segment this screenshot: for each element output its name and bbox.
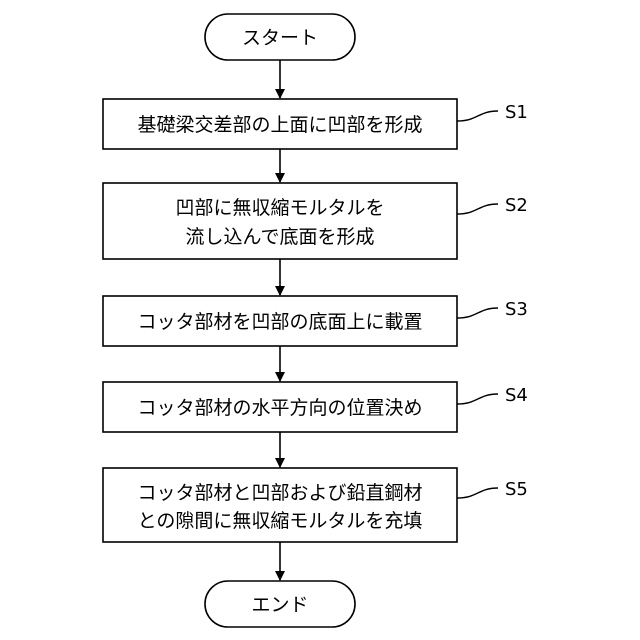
end-label: エンド: [251, 594, 308, 616]
step-id-s1: S1: [505, 102, 528, 123]
step-id-s4: S4: [505, 385, 528, 406]
step-id-s2: S2: [505, 195, 528, 216]
process-label-s2-line1: 凹部に無収縮モルタルを: [175, 197, 384, 219]
step-id-s3: S3: [505, 299, 528, 320]
leader-s2: [457, 204, 498, 214]
process-label-s3: コッタ部材を凹部の底面上に載置: [137, 311, 422, 333]
leader-s4: [457, 394, 498, 404]
process-label-s2-line2: 流し込んで底面を形成: [185, 226, 374, 248]
start-label: スタート: [242, 27, 318, 49]
step-id-s5: S5: [505, 479, 528, 500]
process-label-s4: コッタ部材の水平方向の位置決め: [137, 397, 422, 419]
process-label-s1: 基礎梁交差部の上面に凹部を形成: [137, 114, 422, 136]
leader-s3: [457, 308, 498, 318]
process-label-s5-line1: コッタ部材と凹部および鉛直鋼材: [137, 482, 422, 504]
process-label-s5-line2: との隙間に無収縮モルタルを充填: [138, 510, 423, 532]
leader-s1: [457, 111, 498, 121]
leader-s5: [457, 488, 498, 498]
